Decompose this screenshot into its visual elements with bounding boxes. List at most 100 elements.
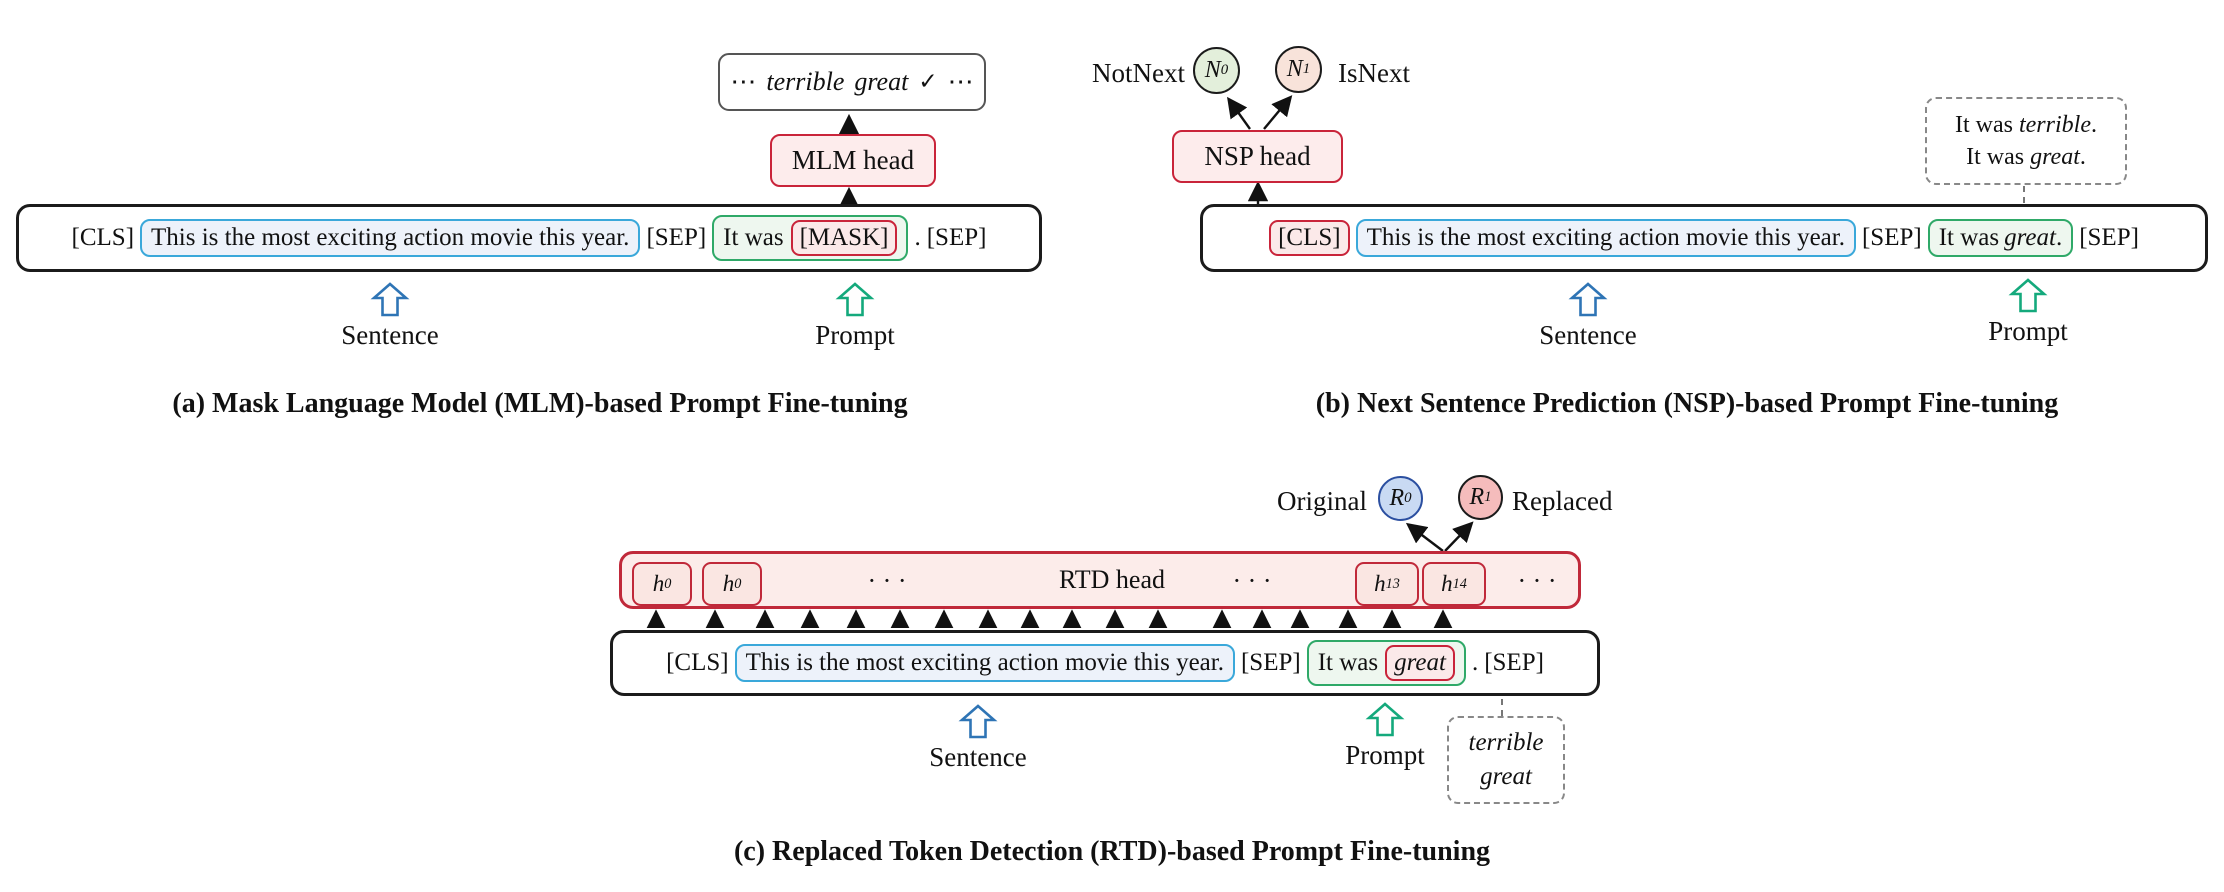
- prompt-period: .: [2055, 224, 2063, 251]
- sep-token: [SEP]: [1240, 649, 1301, 676]
- verbalizer-word-great: great: [854, 67, 909, 96]
- sentence-arrow-b: [1568, 282, 1608, 317]
- input-sequence-c: [CLS] This is the most exciting action m…: [610, 630, 1600, 696]
- r1-symbol: R: [1469, 484, 1485, 510]
- mlm-head-box: MLM head: [770, 134, 936, 187]
- sentence-label-a: Sentence: [341, 320, 439, 350]
- h-subscript: 13: [1385, 575, 1400, 592]
- ellipsis: ⋯: [947, 67, 974, 96]
- prompt-prefix: It was: [1317, 649, 1379, 676]
- prompt-prefix: It was: [1938, 224, 2000, 251]
- input-sequence-b: [CLS] This is the most exciting action m…: [1200, 204, 2208, 272]
- h-symbol: h: [722, 571, 735, 596]
- n1-symbol: N: [1286, 56, 1303, 82]
- sentence-arrow-c: [958, 704, 998, 739]
- replaced-token: great: [1385, 645, 1455, 681]
- ellipsis: ⋯: [730, 67, 757, 96]
- r0-symbol: R: [1389, 485, 1405, 511]
- sep-token: [SEP]: [1861, 224, 1922, 251]
- mlm-head-label: MLM head: [791, 145, 915, 175]
- rtd-dots-left: · · ·: [867, 566, 907, 595]
- prompt-word: great.: [2004, 224, 2062, 252]
- h-subscript: 0: [734, 575, 742, 592]
- h-subscript: 14: [1452, 575, 1467, 592]
- cls-token: [CLS]: [666, 649, 729, 676]
- nsp-head-box: NSP head: [1172, 130, 1343, 183]
- isnext-label: IsNext: [1338, 58, 1410, 88]
- n1-subscript: 1: [1302, 61, 1311, 77]
- sep-token: [SEP]: [646, 224, 707, 251]
- h-subscript: 0: [664, 575, 672, 592]
- hypothesis-prefix: It was: [1955, 111, 2013, 138]
- hypothesis-period: .: [2079, 144, 2086, 170]
- sentence-arrow-a: [370, 282, 410, 317]
- hypothesis-word: great: [2030, 144, 2080, 170]
- caption-c: (c) Replaced Token Detection (RTD)-based…: [733, 836, 1491, 867]
- replaced-label: Replaced: [1512, 486, 1613, 516]
- prompt-segment: It was great.: [1927, 219, 2074, 257]
- rtd-head-label: RTD head: [1058, 565, 1166, 594]
- h-symbol: h: [1374, 571, 1386, 596]
- replaced-word-italic: great: [1394, 649, 1446, 676]
- prompt-segment: It was great: [1306, 640, 1466, 686]
- candidate-word-great: great: [1480, 763, 1532, 790]
- original-label: Original: [1277, 486, 1367, 516]
- prompt-label-c: Prompt: [1345, 740, 1425, 770]
- h-symbol: h: [652, 571, 665, 596]
- caption-b: (b) Next Sentence Prediction (NSP)-based…: [1315, 388, 2059, 419]
- sentence-segment: This is the most exciting action movie t…: [1355, 219, 1856, 257]
- rtd-dots-mid: · · ·: [1232, 566, 1272, 595]
- sentence-label-c: Sentence: [929, 742, 1027, 772]
- verbalizer-word-terrible: terrible: [766, 67, 845, 96]
- r1-subscript: 1: [1484, 489, 1492, 505]
- panel-c-token-arrows: [646, 609, 1453, 629]
- nsp-head-label: NSP head: [1204, 141, 1311, 171]
- n0-subscript: 0: [1220, 62, 1229, 78]
- prompt-arrow-c: [1365, 702, 1405, 737]
- hypothesis-line-2: It was great.: [1966, 141, 2086, 173]
- hypotheses-box: It was terrible. It was great.: [1925, 97, 2127, 185]
- prompt-prefix: It was: [723, 224, 784, 251]
- period-token: .: [1471, 649, 1479, 676]
- sep-token: [SEP]: [2079, 224, 2139, 251]
- prompt-label-a: Prompt: [815, 320, 895, 350]
- prompt-label-b: Prompt: [1988, 316, 2068, 346]
- hypothesis-line-1: It was terrible.: [1955, 109, 2097, 141]
- period-token: .: [914, 224, 921, 251]
- rtd-dots-right: · · ·: [1517, 566, 1557, 595]
- mask-token: [MASK]: [790, 220, 898, 256]
- r0-subscript: 0: [1404, 490, 1412, 506]
- sep-token: [SEP]: [1484, 649, 1544, 676]
- input-sequence-a: [CLS] This is the most exciting action m…: [16, 204, 1042, 272]
- hypothesis-prefix: It was: [1966, 144, 2025, 170]
- sentence-segment: This is the most exciting action movie t…: [734, 644, 1235, 682]
- sep-token: [SEP]: [926, 224, 987, 251]
- notnext-label: NotNext: [1092, 58, 1185, 88]
- checkmark-icon: ✓: [918, 69, 938, 95]
- prompt-segment: It was [MASK]: [712, 215, 909, 261]
- prompt-arrow-b: [2008, 278, 2048, 313]
- hypothesis-word: terrible: [2018, 111, 2091, 138]
- prompt-arrow-a: [835, 282, 875, 317]
- caption-a: (a) Mask Language Model (MLM)-based Prom…: [172, 388, 908, 419]
- hypothesis-period: .: [2090, 111, 2097, 138]
- panel-c-output-arrows: [1405, 521, 1474, 552]
- n0-symbol: N: [1204, 57, 1221, 83]
- h-symbol: h: [1441, 571, 1453, 596]
- prompt-word-italic: great: [2004, 224, 2056, 251]
- sentence-segment: This is the most exciting action movie t…: [140, 219, 641, 257]
- cls-token: [CLS]: [71, 224, 135, 251]
- candidate-word-terrible: terrible: [1468, 729, 1544, 757]
- cls-token: [CLS]: [1269, 220, 1350, 256]
